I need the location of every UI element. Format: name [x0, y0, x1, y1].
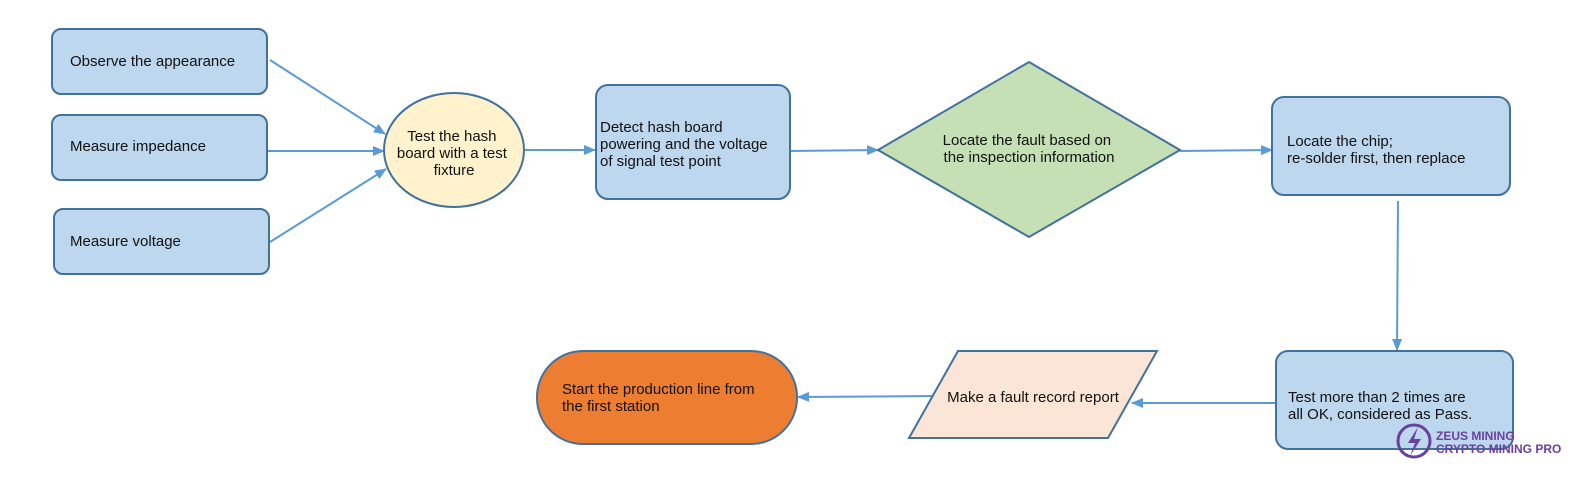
label-line: Detect hash board [600, 119, 723, 136]
label-line: Locate the fault based on [943, 132, 1111, 149]
arrow-locate-chip-to-test-pass [1392, 200, 1403, 351]
arrow-observe-to-fixture [269, 59, 386, 135]
node-label: Measure impedance [70, 138, 206, 155]
decision-diamond [876, 60, 1182, 239]
node-test-fixture: Test the hash board with a test fixture [383, 92, 525, 208]
label-line: Measure voltage [70, 233, 181, 250]
process-box [51, 114, 268, 181]
arrow-detect-to-locate-fault [789, 145, 879, 156]
node-label: Test more than 2 times are all OK, consi… [1288, 389, 1472, 423]
process-box [595, 84, 791, 200]
label-line: Test more than 2 times are [1288, 389, 1466, 406]
node-measure-voltage: Measure voltage [53, 208, 270, 275]
logo-line-2: CRYPTO MINING PRO [1436, 442, 1561, 456]
node-test-pass: Test more than 2 times are all OK, consi… [1275, 350, 1514, 450]
arrow-locate-fault-to-locate-chip [1179, 145, 1273, 156]
node-measure-impedance: Measure impedance [51, 114, 268, 181]
label-line: board with a test [397, 145, 508, 162]
node-label: Make a fault record report [947, 389, 1120, 406]
label-line: Make a fault record report [947, 389, 1120, 406]
label-line: Measure impedance [70, 138, 206, 155]
node-locate-chip: Locate the chip; re-solder first, then r… [1271, 96, 1511, 196]
node-fault-report: Make a fault record report [907, 350, 1159, 439]
arrow-report-to-restart [797, 391, 936, 402]
node-observe-appearance: Observe the appearance [51, 28, 268, 95]
node-label: Detect hash board powering and the volta… [600, 119, 772, 170]
arrow-voltage-to-fixture [269, 168, 387, 243]
label-line: of signal test point [600, 153, 722, 170]
process-box [1275, 350, 1514, 450]
process-box [53, 208, 270, 275]
io-parallelogram [907, 350, 1159, 439]
node-label: Start the production line from the first… [562, 381, 759, 415]
node-label: Locate the fault based on the inspection… [943, 132, 1116, 166]
label-line: powering and the voltage [600, 136, 768, 153]
label-line: the inspection information [944, 149, 1115, 166]
node-label: Observe the appearance [70, 53, 235, 70]
label-line: fixture [434, 162, 475, 179]
label-line: the first station [562, 398, 660, 415]
zeus-mining-logo: ZEUS MINING CRYPTO MINING PRO [1396, 423, 1561, 459]
node-label: Test the hash board with a test fixture [397, 128, 511, 179]
node-label: Measure voltage [70, 233, 181, 250]
node-detect-hash-board: Detect hash board powering and the volta… [595, 84, 791, 200]
label-line: re-solder first, then replace [1287, 150, 1465, 167]
test-ellipse [383, 92, 525, 208]
node-restart-production: Start the production line from the first… [536, 350, 798, 445]
node-label: Locate the chip; re-solder first, then r… [1287, 133, 1465, 167]
node-locate-fault: Locate the fault based on the inspection… [876, 60, 1182, 239]
label-line: Start the production line from [562, 381, 755, 398]
label-line: Test the hash [407, 128, 496, 145]
connectors [268, 59, 1403, 408]
terminal-shape [536, 350, 798, 445]
process-box [1271, 96, 1511, 196]
logo-line-1: ZEUS MINING [1436, 429, 1515, 443]
label-line: all OK, considered as Pass. [1288, 406, 1472, 423]
label-line: Locate the chip; [1287, 133, 1393, 150]
process-box [51, 28, 268, 95]
label-line: Observe the appearance [70, 53, 235, 70]
lightning-circle-icon [1396, 423, 1432, 459]
